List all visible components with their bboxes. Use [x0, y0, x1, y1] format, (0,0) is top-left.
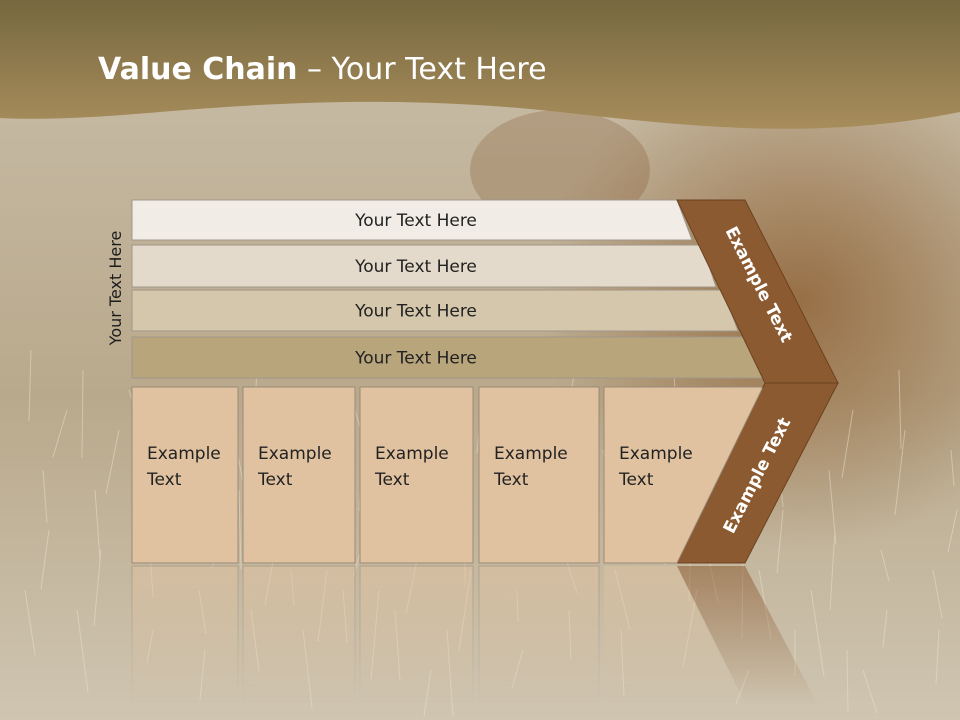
- grass-blade: [810, 589, 825, 677]
- row-label: Your Text Here: [354, 302, 477, 322]
- grass-blade: [932, 569, 943, 619]
- box-label-line2: Text: [493, 470, 529, 490]
- example-box: [603, 386, 763, 564]
- example-box-reflection: [359, 565, 474, 720]
- grass-blade: [950, 449, 955, 487]
- example-box: [478, 386, 600, 564]
- row-bar: [131, 199, 693, 241]
- example-box: [242, 386, 356, 564]
- grass-blade: [846, 649, 849, 713]
- reflection: [131, 565, 826, 720]
- box-label-line1: Example: [258, 444, 332, 464]
- grass-blade: [880, 549, 890, 582]
- box-label-line2: Text: [618, 470, 654, 490]
- side-label: Your Text Here: [106, 231, 125, 347]
- row-label: Your Text Here: [354, 211, 477, 231]
- grass-blade: [81, 369, 84, 459]
- box-label-line2: Text: [146, 470, 182, 490]
- header-band: [0, 0, 960, 129]
- grass-blade: [829, 529, 836, 611]
- grass-blade: [105, 429, 120, 495]
- grass-blade: [935, 629, 940, 685]
- example-box: [131, 386, 239, 564]
- grass-blade: [862, 669, 878, 714]
- row-label: Your Text Here: [354, 349, 477, 369]
- example-box-reflection: [604, 566, 751, 720]
- grass-blade: [776, 509, 784, 574]
- page-title: Value Chain – Your Text Here: [98, 52, 547, 87]
- box-label-line1: Example: [619, 444, 693, 464]
- grass-blade: [898, 369, 902, 450]
- grass-blade: [947, 509, 958, 553]
- row-bar: [131, 244, 717, 288]
- grass-blade: [28, 349, 32, 422]
- grass-blade: [40, 529, 50, 590]
- box-label-line1: Example: [147, 444, 221, 464]
- grass-blade: [94, 489, 101, 561]
- row-bar: [131, 289, 739, 332]
- box-label-line2: Text: [374, 470, 410, 490]
- grass-blade: [42, 469, 48, 524]
- row-label: Your Text Here: [354, 257, 477, 277]
- grass-blade: [52, 409, 68, 458]
- grass-blade: [882, 609, 888, 648]
- box-label-line1: Example: [375, 444, 449, 464]
- grass-blade: [93, 549, 102, 627]
- chevron-reflection: [677, 566, 826, 720]
- box-label-line2: Text: [257, 470, 293, 490]
- box-label-line1: Example: [494, 444, 568, 464]
- grass-blade: [76, 609, 89, 693]
- grass-blade: [238, 489, 242, 570]
- example-box-reflection: [131, 565, 239, 720]
- example-box: [359, 386, 474, 564]
- example-box-reflection: [242, 565, 356, 720]
- grass-blade: [24, 589, 36, 656]
- example-box-reflection: [478, 565, 600, 720]
- grass-blade: [841, 409, 854, 479]
- grass-blade: [894, 429, 906, 516]
